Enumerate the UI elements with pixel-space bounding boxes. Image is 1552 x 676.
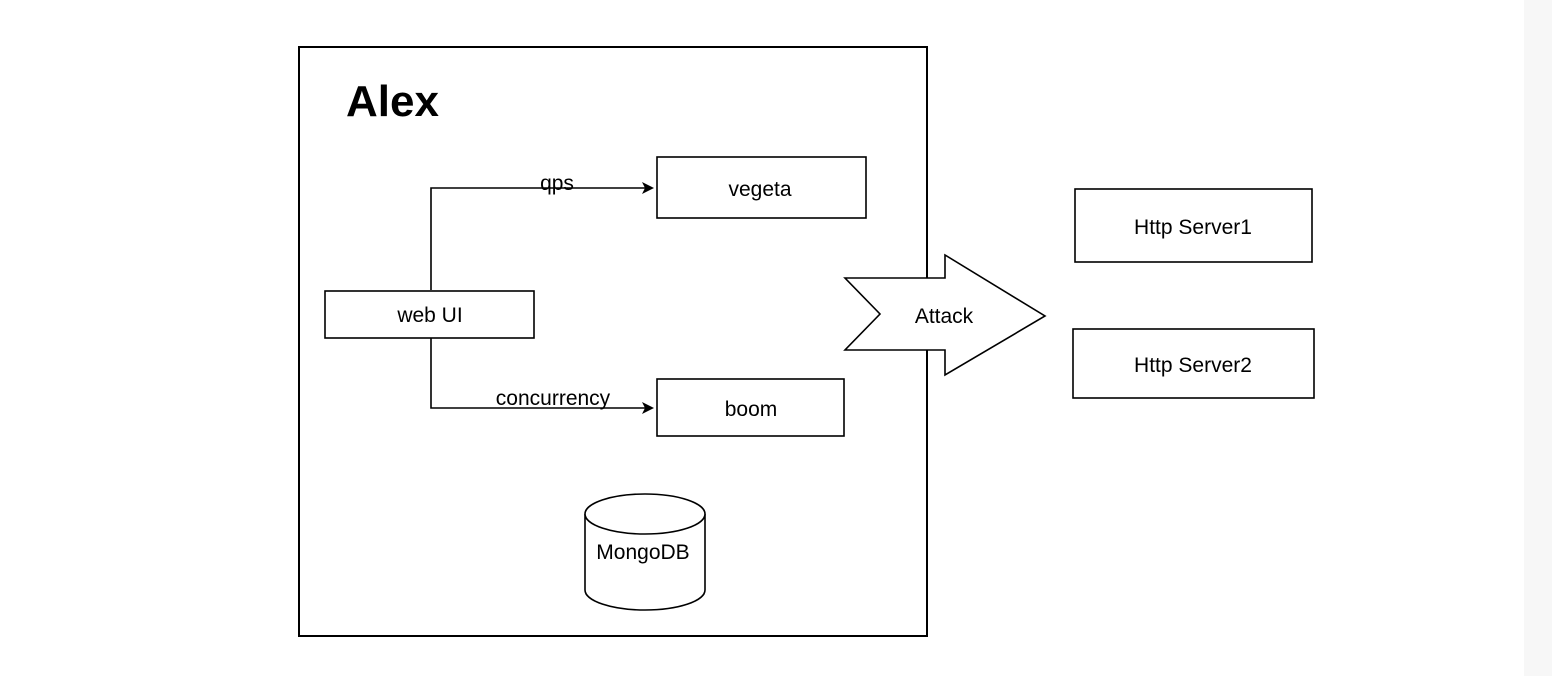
http-server2-node: Http Server2: [1072, 328, 1315, 399]
qps-label: qps: [540, 172, 574, 195]
page-gutter: [1524, 0, 1552, 676]
http-server1-node: Http Server1: [1074, 188, 1313, 263]
qps-connector: qps: [430, 172, 654, 290]
web-ui-node: web UI: [324, 290, 535, 339]
concurrency-connector: concurrency: [430, 338, 654, 414]
attack-label: Attack: [915, 305, 974, 328]
http-server1-label: Http Server1: [1134, 216, 1252, 239]
web-ui-label: web UI: [396, 304, 462, 327]
vegeta-node: vegeta: [656, 156, 867, 219]
container-title: Alex: [346, 77, 439, 126]
vegeta-label: vegeta: [728, 178, 791, 201]
boom-label: boom: [725, 398, 778, 421]
http-server2-label: Http Server2: [1134, 354, 1252, 377]
mongodb-database-icon: MongoDB: [584, 493, 706, 611]
concurrency-label: concurrency: [496, 387, 611, 410]
mongodb-label: MongoDB: [596, 541, 689, 564]
attack-arrow: Attack: [843, 253, 1047, 377]
boom-node: boom: [656, 378, 845, 437]
